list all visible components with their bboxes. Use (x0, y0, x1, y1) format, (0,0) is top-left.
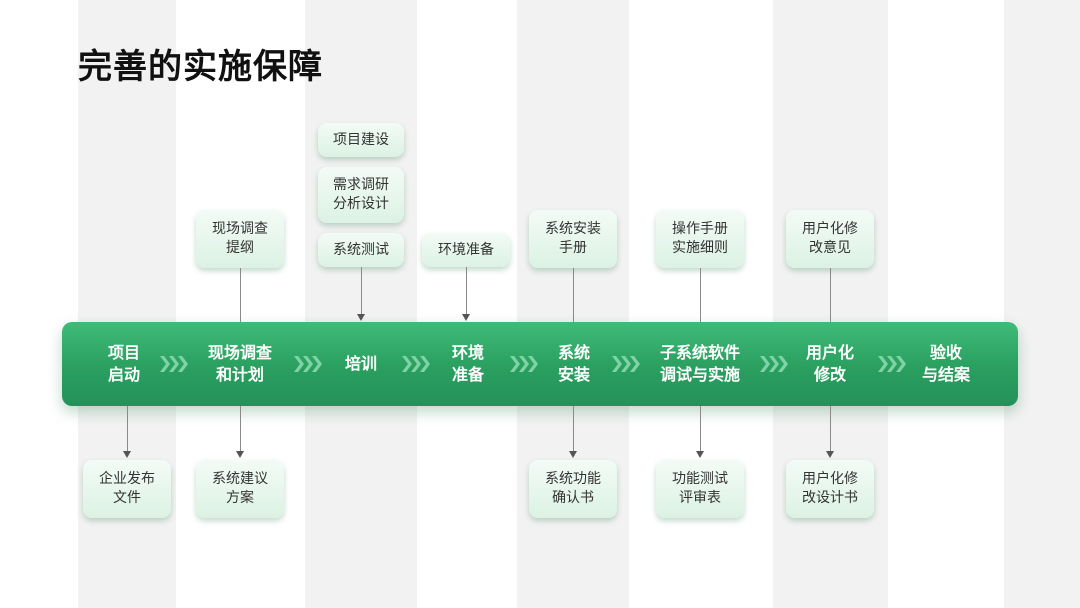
connector-line (361, 267, 362, 315)
chevron-right-icon (510, 356, 538, 372)
arrow-down-icon (569, 451, 577, 458)
column-stripe (1004, 0, 1080, 608)
top-box-operation-manual: 操作手册 实施细则 (656, 210, 744, 268)
bottom-box-function-confirm: 系统功能 确认书 (529, 460, 617, 518)
stage-survey-plan: 现场调查 和计划 (207, 343, 273, 384)
chevron-right-icon (402, 356, 430, 372)
chevron-right-icon (160, 356, 188, 372)
bottom-box-test-review: 功能测试 评审表 (656, 460, 744, 518)
top-box-survey-outline: 现场调查 提纲 (196, 210, 284, 268)
stage-subsystem-debug: 子系统软件 调试与实施 (659, 343, 741, 384)
top-box-project-building: 项目建设 (318, 123, 404, 157)
chevron-right-icon (760, 356, 788, 372)
stage-acceptance: 验收 与结案 (921, 343, 971, 384)
top-box-environment-prep: 环境准备 (422, 233, 510, 267)
page-title: 完善的实施保障 (78, 47, 323, 87)
connector-line (240, 406, 241, 452)
stage-project-start: 项目 启动 (107, 343, 141, 384)
stage-training: 培训 (344, 354, 378, 373)
bottom-box-enterprise-file: 企业发布 文件 (83, 460, 171, 518)
connector-line (573, 406, 574, 452)
chevron-right-icon (294, 356, 322, 372)
connector-line (830, 406, 831, 452)
process-bar (62, 322, 1018, 406)
stage-environment-prep: 环境 准备 (451, 343, 485, 384)
arrow-down-icon (826, 451, 834, 458)
bottom-box-system-proposal: 系统建议 方案 (196, 460, 284, 518)
connector-line (466, 267, 467, 315)
chevron-right-icon (878, 356, 906, 372)
connector-line (573, 268, 574, 322)
top-box-install-manual: 系统安装 手册 (529, 210, 617, 268)
connector-line (240, 268, 241, 322)
connector-line (830, 268, 831, 322)
top-box-customization-opinion: 用户化修 改意见 (786, 210, 874, 268)
arrow-down-icon (236, 451, 244, 458)
arrow-down-icon (696, 451, 704, 458)
arrow-down-icon (123, 451, 131, 458)
arrow-down-icon (357, 314, 365, 321)
stage-system-install: 系统 安装 (557, 343, 591, 384)
chevron-right-icon (612, 356, 640, 372)
bottom-box-customization-design: 用户化修 改设计书 (786, 460, 874, 518)
top-box-requirements: 需求调研 分析设计 (318, 167, 404, 223)
top-box-system-test: 系统测试 (318, 233, 404, 267)
connector-line (700, 268, 701, 322)
connector-line (127, 406, 128, 452)
arrow-down-icon (462, 314, 470, 321)
stage-customization: 用户化 修改 (805, 343, 855, 384)
connector-line (700, 406, 701, 452)
